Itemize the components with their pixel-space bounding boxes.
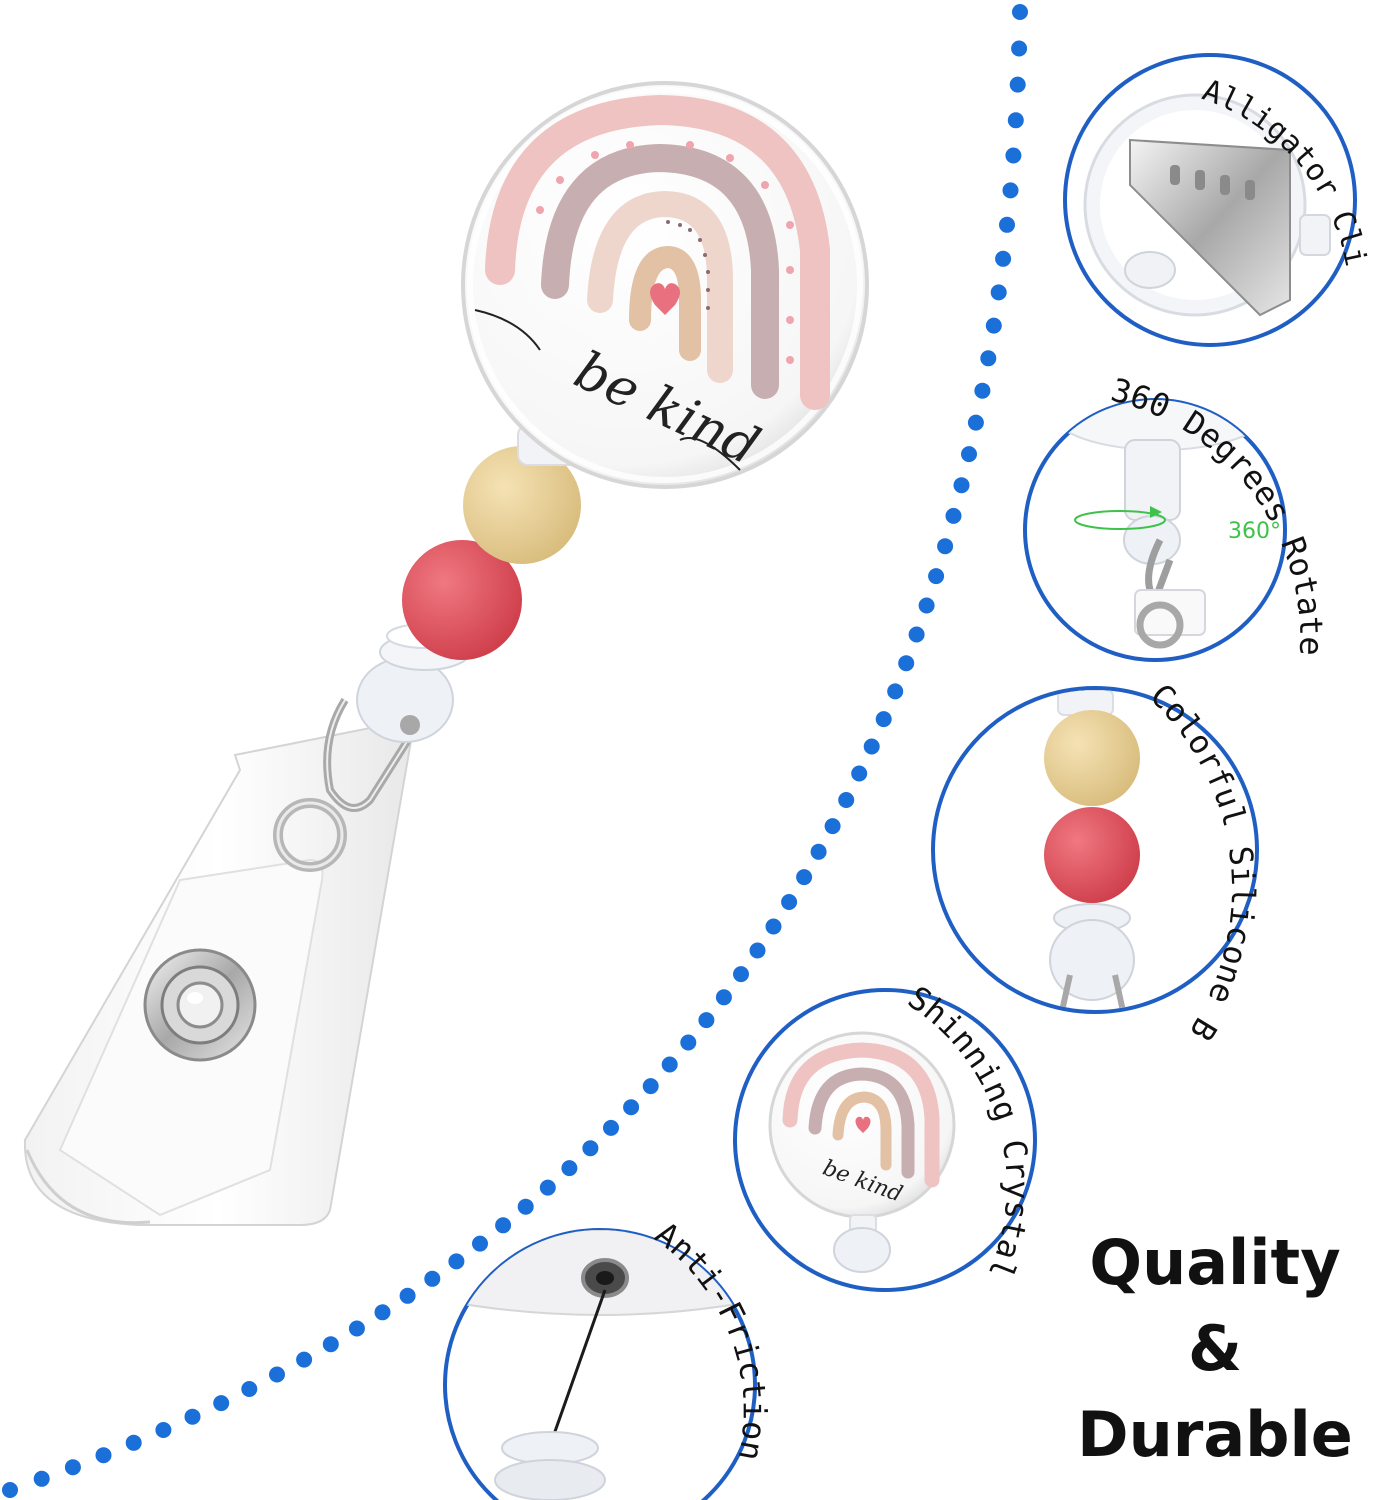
divider-dot: [898, 655, 915, 672]
feature-anti-friction: Anti-Friction: [443, 1214, 774, 1500]
feature-shinning-crystal: be kind Shinning Crystal: [733, 978, 1037, 1292]
divider-dot: [424, 1270, 441, 1287]
divider-dot: [1002, 182, 1019, 199]
divider-dot: [928, 568, 945, 585]
divider-dot: [715, 989, 732, 1006]
divider-dot: [155, 1422, 172, 1438]
divider-dot: [937, 538, 954, 555]
divider-dot: [875, 711, 892, 728]
divider-dot: [33, 1470, 50, 1487]
divider-dot: [1012, 4, 1028, 20]
divider-dot: [1005, 147, 1022, 164]
divider-dot: [990, 284, 1007, 301]
divider-dot: [348, 1320, 365, 1337]
split-ring: [273, 697, 412, 872]
rotate-arrow-icon: [1150, 506, 1162, 518]
divider-dot: [1011, 40, 1028, 57]
divider-dot: [374, 1304, 391, 1321]
headline-quality: Quality: [1089, 1226, 1341, 1299]
divider-dot: [908, 626, 925, 643]
divider-dot: [980, 350, 997, 367]
divider-dot: [1009, 76, 1026, 93]
divider-dot: [184, 1408, 201, 1425]
divider-dot: [999, 216, 1015, 233]
badge-reel-product: be kind: [23, 81, 869, 1226]
divider-dot: [863, 738, 880, 755]
divider-dot: [887, 683, 904, 700]
divider-dot: [517, 1198, 534, 1215]
divider-dot: [961, 446, 977, 463]
heart-icon: [650, 283, 680, 315]
divider-dot: [967, 414, 984, 431]
divider-dot: [953, 477, 970, 494]
feature-360-rotate: 360° 360 Degrees Rotate: [1023, 371, 1330, 662]
divider-dot: [781, 894, 798, 910]
divider-dot: [495, 1217, 512, 1234]
divider-dot: [2, 1482, 18, 1498]
divider-dot: [918, 597, 935, 614]
divider-dot: [539, 1179, 556, 1196]
divider-dot: [749, 942, 766, 959]
divider-dot: [322, 1336, 339, 1353]
rainbow-reel-badge: be kind: [461, 81, 869, 489]
divider-dot: [472, 1235, 488, 1252]
dotted-divider-arc: [2, 4, 1028, 1498]
divider-dot: [125, 1434, 142, 1451]
badge-360: 360°: [1228, 519, 1281, 544]
divider-dot: [945, 507, 962, 524]
divider-dot: [810, 843, 827, 860]
red-silicone-bead: [402, 540, 522, 660]
divider-dot: [985, 317, 1002, 334]
divider-dot: [213, 1395, 230, 1412]
divider-dot: [733, 966, 749, 983]
divider-dot: [241, 1381, 258, 1397]
divider-dot: [448, 1253, 465, 1270]
divider-dot: [680, 1034, 697, 1051]
divider-dot: [642, 1078, 659, 1095]
headline-durable: Durable: [1077, 1398, 1353, 1471]
divider-dot: [661, 1056, 678, 1073]
divider-dot: [1007, 112, 1024, 129]
divider-dot: [698, 1012, 715, 1029]
divider-dot: [995, 250, 1012, 267]
divider-dot: [851, 765, 868, 782]
divider-dot: [561, 1160, 578, 1177]
divider-dot: [64, 1459, 81, 1476]
divider-dot: [269, 1366, 285, 1383]
divider-dot: [824, 818, 841, 835]
divider-dot: [623, 1099, 640, 1116]
divider-dot: [603, 1119, 619, 1136]
headline-ampersand: &: [1187, 1312, 1243, 1385]
divider-dot: [796, 869, 813, 886]
divider-dot: [296, 1351, 313, 1368]
divider-dot: [399, 1287, 416, 1304]
divider-dot: [582, 1140, 599, 1157]
yellow-silicone-bead: [463, 446, 581, 564]
divider-dot: [838, 792, 855, 808]
divider-dot: [765, 918, 782, 935]
divider-dot: [95, 1447, 112, 1464]
divider-dot: [974, 382, 991, 399]
snap-button: [143, 948, 257, 1062]
